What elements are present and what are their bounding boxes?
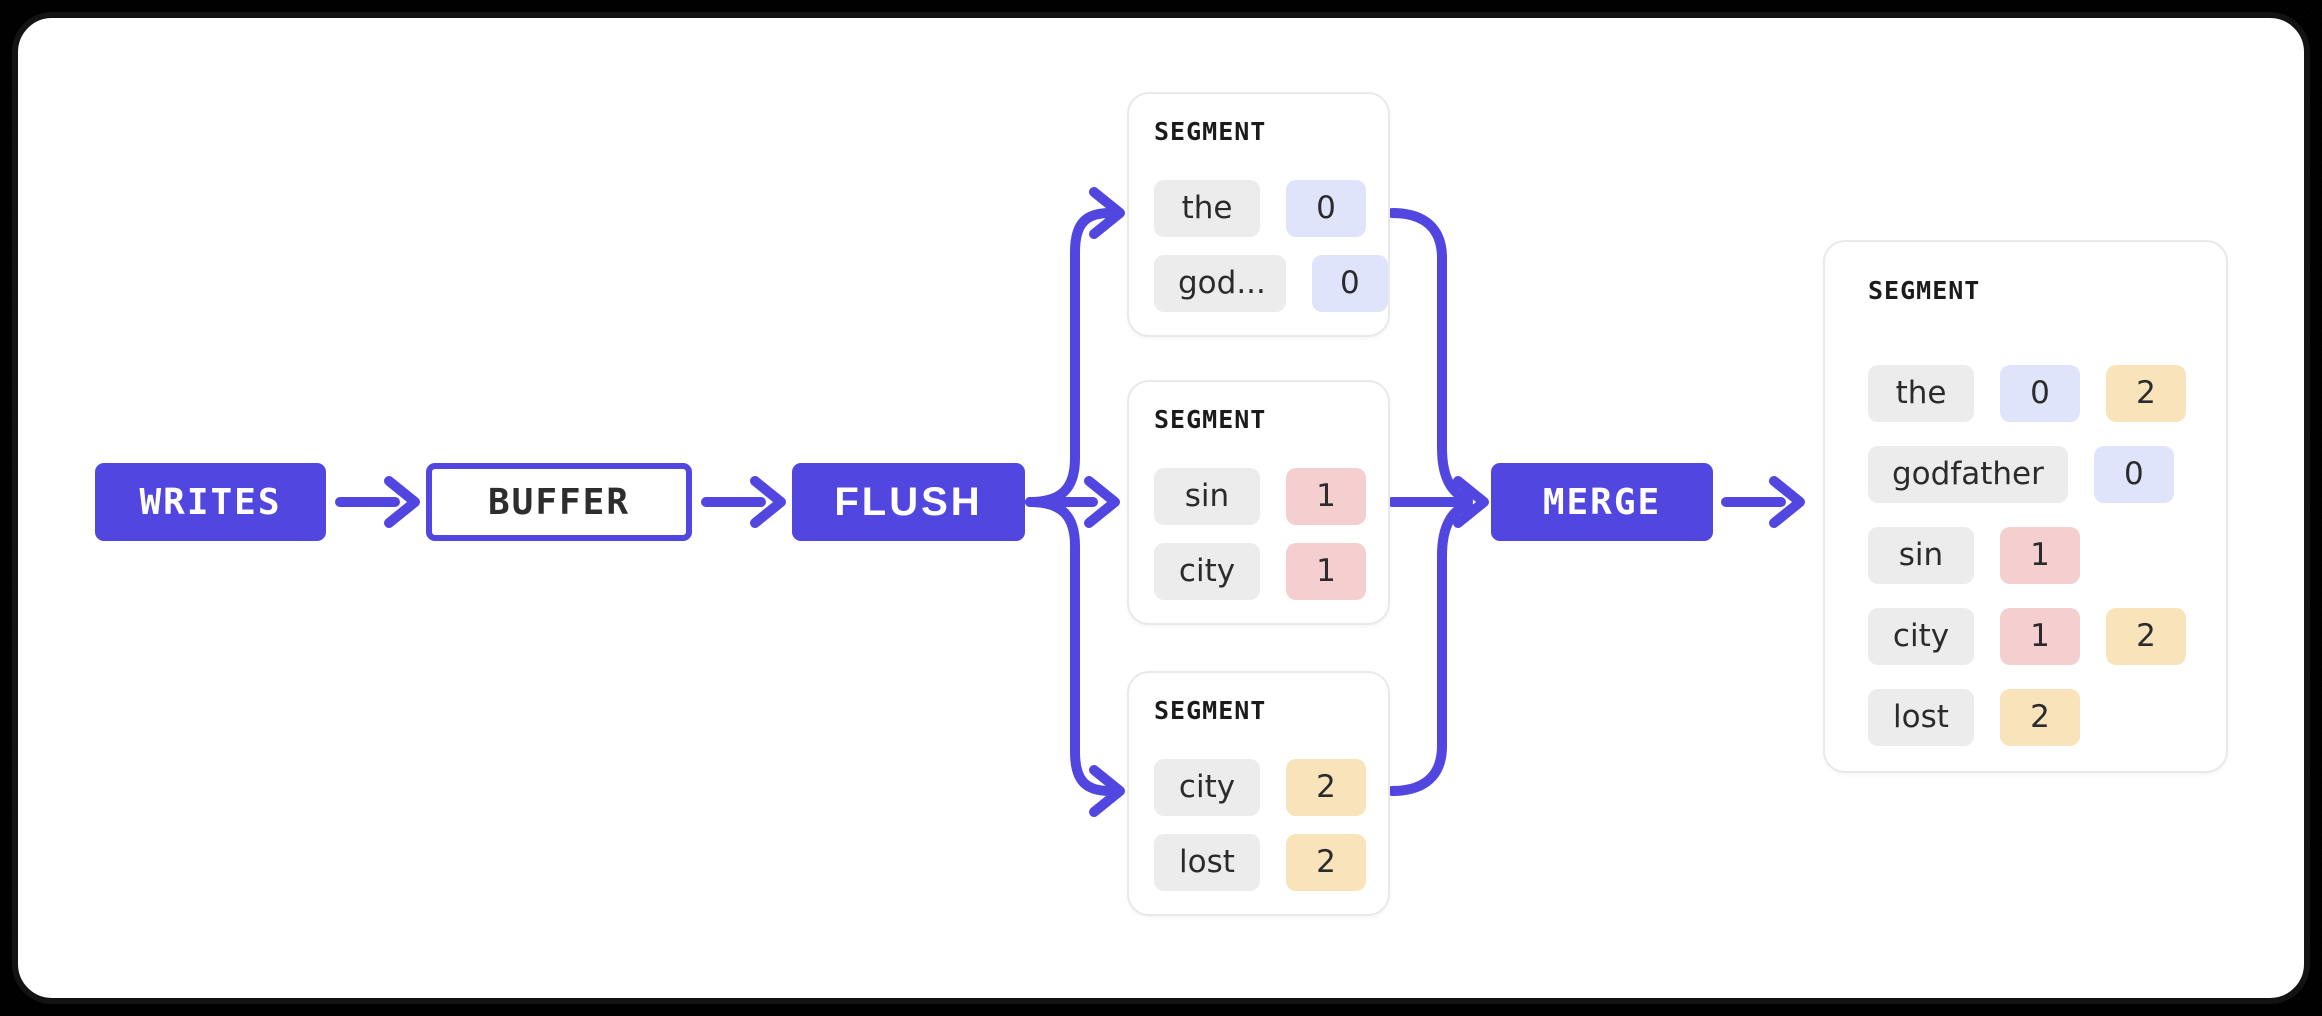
- flush-segment-card-2: SEGMENT sin 1 city 1: [1127, 380, 1390, 625]
- doc-count-badge: 2: [1286, 759, 1366, 816]
- segment-row: city 1: [1154, 543, 1388, 600]
- doc-count-badge: 2: [2000, 689, 2080, 746]
- word-pill: god...: [1154, 255, 1286, 312]
- doc-count-badge: 2: [2106, 365, 2186, 422]
- doc-count-badge: 0: [2000, 365, 2080, 422]
- doc-count-badge: 1: [1286, 543, 1366, 600]
- segment-row: city 2: [1154, 759, 1388, 816]
- segment-row: sin 1: [1154, 468, 1388, 525]
- word-pill: city: [1868, 608, 1974, 665]
- word-pill: lost: [1868, 689, 1974, 746]
- word-pill: city: [1154, 543, 1260, 600]
- doc-count-badge: 1: [2000, 527, 2080, 584]
- doc-count-badge: 0: [1286, 180, 1366, 237]
- writes-node: WRITES: [95, 463, 326, 541]
- segment-row: sin 1: [1868, 527, 2226, 584]
- segment-card-title: SEGMENT: [1154, 117, 1267, 146]
- flush-node: FLUSH: [792, 463, 1025, 541]
- word-pill: sin: [1154, 468, 1260, 525]
- doc-count-badge: 2: [2106, 608, 2186, 665]
- segment-row: god... 0: [1154, 255, 1388, 312]
- segment-card-title: SEGMENT: [1868, 276, 1981, 305]
- segment-row: lost 2: [1868, 689, 2226, 746]
- segment-rows: city 2 lost 2: [1154, 759, 1388, 891]
- word-pill: lost: [1154, 834, 1260, 891]
- word-pill: sin: [1868, 527, 1974, 584]
- segment-row: lost 2: [1154, 834, 1388, 891]
- merge-node: MERGE: [1491, 463, 1713, 541]
- segment-rows: sin 1 city 1: [1154, 468, 1388, 600]
- word-pill: the: [1154, 180, 1260, 237]
- doc-count-badge: 0: [2093, 446, 2174, 503]
- word-pill: city: [1154, 759, 1260, 816]
- doc-count-badge: 1: [2000, 608, 2080, 665]
- buffer-node: BUFFER: [426, 463, 692, 541]
- word-pill: godfather: [1868, 446, 2068, 503]
- doc-count-badge: 2: [1286, 834, 1366, 891]
- segment-row: the 0: [1154, 180, 1388, 237]
- word-pill: the: [1868, 365, 1974, 422]
- segment-card-title: SEGMENT: [1154, 405, 1267, 434]
- doc-count-badge: 1: [1286, 468, 1366, 525]
- segment-row: godfather 0: [1868, 446, 2226, 503]
- segment-card-title: SEGMENT: [1154, 696, 1267, 725]
- flush-segment-card-3: SEGMENT city 2 lost 2: [1127, 671, 1390, 916]
- doc-count-badge: 0: [1311, 255, 1388, 312]
